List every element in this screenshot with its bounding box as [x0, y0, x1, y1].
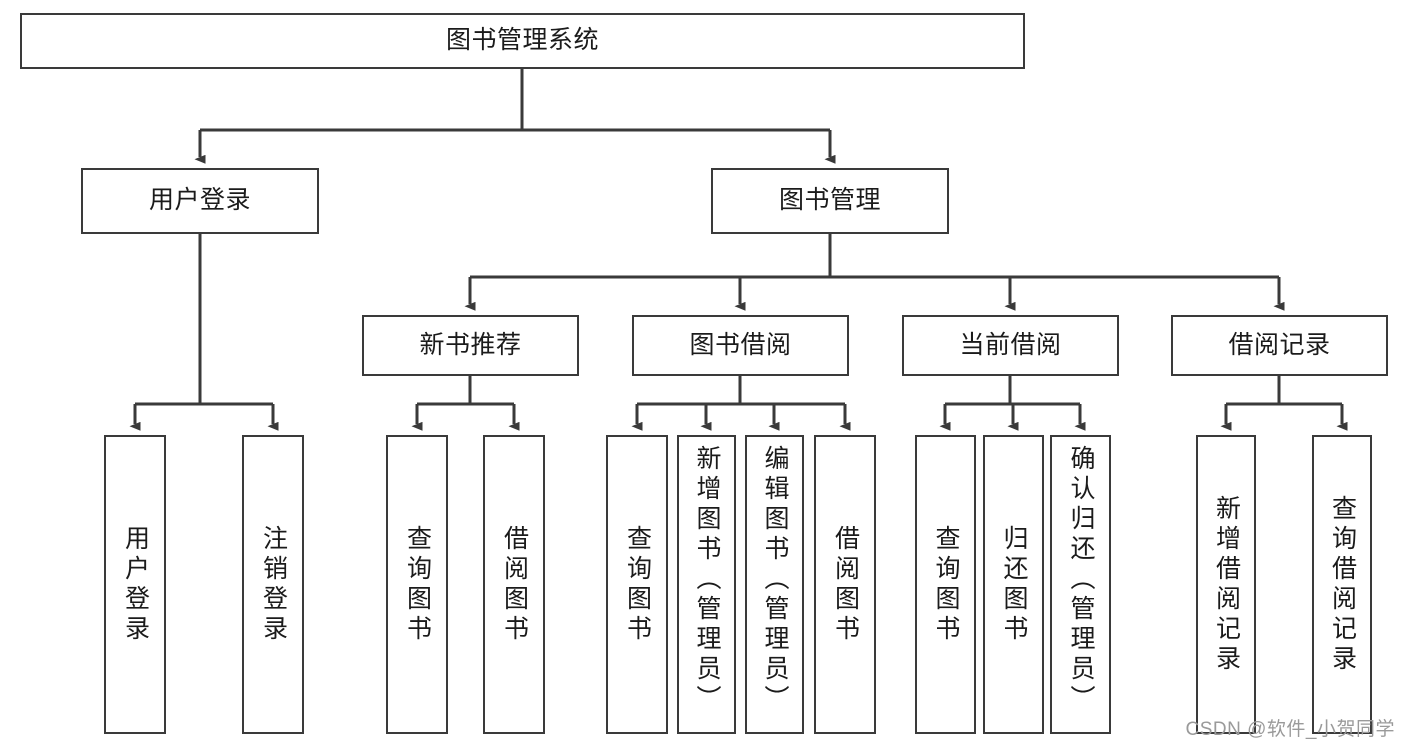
borrow-record-to-leaves-connectors — [1220, 376, 1348, 431]
root-to-level2-connectors — [194, 69, 836, 164]
user-login-to-leaves-connectors — [129, 234, 279, 431]
node-user-login[interactable]: 用户登录 — [81, 168, 319, 234]
node-leaf-edit-book-admin[interactable]: 编辑图书（管理员） — [745, 435, 804, 734]
node-leaf-label: 归还图书 — [1000, 524, 1028, 645]
node-book-management-label: 图书管理 — [778, 186, 881, 215]
node-leaf-logout[interactable]: 注销登录 — [242, 435, 304, 734]
node-leaf-query-book-borrow[interactable]: 查询图书 — [606, 435, 668, 734]
node-leaf-label: 确认归还（管理员） — [1067, 445, 1095, 715]
node-leaf-borrow-book-new[interactable]: 借阅图书 — [483, 435, 545, 734]
node-leaf-label: 注销登录 — [259, 524, 288, 645]
node-borrow-record-label: 借阅记录 — [1228, 330, 1331, 359]
node-current-borrow[interactable]: 当前借阅 — [902, 315, 1119, 376]
node-leaf-label: 查询图书 — [403, 524, 432, 645]
new-book-to-leaves-connectors — [411, 376, 520, 431]
node-leaf-add-book-admin[interactable]: 新增图书（管理员） — [677, 435, 736, 734]
node-leaf-confirm-return-admin[interactable]: 确认归还（管理员） — [1050, 435, 1111, 734]
node-leaf-label: 新增借阅记录 — [1212, 494, 1241, 675]
node-leaf-label: 查询图书 — [932, 524, 960, 645]
node-leaf-label: 查询图书 — [623, 524, 652, 645]
node-borrow-record[interactable]: 借阅记录 — [1171, 315, 1388, 376]
book-manage-to-level3-connectors — [464, 234, 1285, 311]
node-root-label: 图书管理系统 — [445, 26, 599, 55]
node-leaf-label: 用户登录 — [121, 524, 150, 645]
node-leaf-label: 查询借阅记录 — [1328, 494, 1357, 675]
node-leaf-query-borrow-record[interactable]: 查询借阅记录 — [1312, 435, 1372, 734]
node-leaf-label: 借阅图书 — [831, 524, 860, 645]
node-leaf-add-borrow-record[interactable]: 新增借阅记录 — [1196, 435, 1256, 734]
book-borrow-to-leaves-connectors — [631, 376, 851, 431]
current-borrow-to-leaves-connectors — [939, 376, 1086, 431]
node-leaf-label: 编辑图书（管理员） — [761, 445, 789, 715]
node-book-management[interactable]: 图书管理 — [711, 168, 949, 234]
node-leaf-query-book-new[interactable]: 查询图书 — [386, 435, 448, 734]
node-leaf-query-book-current[interactable]: 查询图书 — [915, 435, 976, 734]
node-new-book-recommend-label: 新书推荐 — [419, 330, 522, 359]
node-leaf-return-book[interactable]: 归还图书 — [983, 435, 1044, 734]
node-book-borrow[interactable]: 图书借阅 — [632, 315, 849, 376]
node-leaf-label: 借阅图书 — [500, 524, 529, 645]
node-new-book-recommend[interactable]: 新书推荐 — [362, 315, 579, 376]
csdn-watermark: CSDN @软件_小贺同学 — [1185, 719, 1395, 740]
node-leaf-label: 新增图书（管理员） — [693, 445, 721, 715]
node-leaf-user-login[interactable]: 用户登录 — [104, 435, 166, 734]
node-root-system[interactable]: 图书管理系统 — [20, 13, 1025, 69]
node-leaf-borrow-book[interactable]: 借阅图书 — [814, 435, 876, 734]
node-user-login-label: 用户登录 — [148, 186, 251, 215]
node-book-borrow-label: 图书借阅 — [689, 330, 792, 359]
node-current-borrow-label: 当前借阅 — [959, 330, 1062, 359]
